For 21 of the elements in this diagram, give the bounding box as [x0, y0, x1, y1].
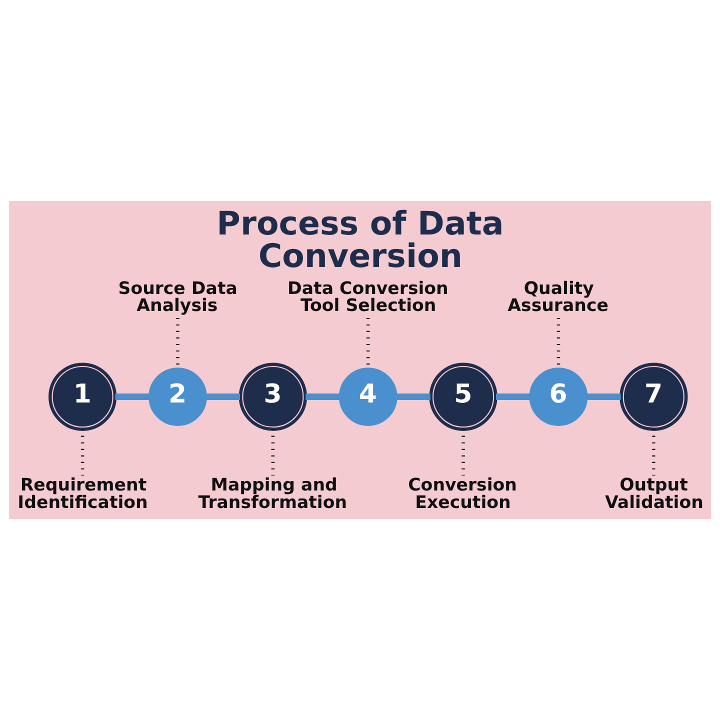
node-circle: 1	[48, 362, 117, 431]
connector	[306, 394, 340, 400]
node-circle: 2	[148, 368, 207, 426]
node-text: Requirement Identification	[18, 476, 148, 513]
node-text: Source Data Analysis	[118, 278, 238, 316]
connector	[396, 394, 430, 400]
node-circle: 7	[620, 362, 688, 431]
node-text: Quality Assurance	[508, 278, 608, 316]
node-text: Output Validation	[604, 476, 704, 513]
connector	[496, 394, 530, 400]
connector	[206, 394, 240, 400]
node-circle: 4	[338, 368, 398, 426]
node-circle: 5	[429, 362, 498, 431]
node-circle: 6	[529, 368, 588, 426]
connector	[586, 394, 621, 400]
connector	[115, 394, 150, 400]
diagram-title: Process of Data Conversion	[216, 204, 504, 275]
node-text: Data Conversion Tool Selection	[288, 278, 448, 316]
node-text: Mapping and Transformation	[198, 476, 348, 513]
node-text: Conversion Execution	[408, 476, 517, 513]
node-circle: 3	[238, 362, 307, 431]
